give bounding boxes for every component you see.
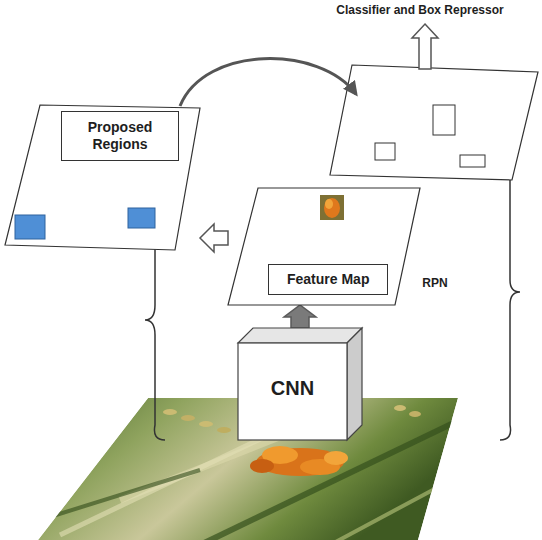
region-box	[15, 215, 45, 239]
rice-leaf	[330, 470, 470, 540]
cube-front	[238, 343, 347, 440]
feature-thumbnail-blob	[324, 198, 340, 218]
output-plane	[330, 65, 538, 180]
output-label: Classifier and Box Repressor	[300, 3, 540, 17]
proposal-arrow	[200, 224, 228, 252]
pest-cluster	[250, 459, 274, 473]
rice-grain	[181, 415, 195, 421]
right-brace	[500, 145, 520, 440]
feature-map-label: Feature Map	[268, 264, 388, 295]
cube-top	[238, 328, 362, 343]
curved-arrow	[180, 59, 356, 106]
rice-grain	[394, 405, 406, 411]
region-box	[128, 208, 155, 228]
feature-thumbnail	[320, 195, 344, 220]
output-label-holder: Classifier and Box Repressor	[300, 3, 540, 17]
output-arrow	[412, 24, 438, 69]
rice-grain	[199, 421, 213, 427]
pest-cluster	[324, 451, 348, 465]
proposal-plane: Proposed Regions	[5, 105, 200, 250]
feature-thumbnail-blob	[325, 199, 333, 209]
feature-arrow	[284, 305, 316, 328]
cube-side	[347, 328, 362, 440]
cnn-cube: CNN	[238, 328, 362, 440]
feature-map-plane: Feature Map	[228, 188, 420, 305]
cnn-label: CNN	[238, 376, 347, 400]
rice-grain	[217, 427, 231, 433]
detected-box	[460, 155, 485, 167]
proposal-plane-outline	[5, 105, 200, 250]
feature-map-outline	[228, 188, 420, 305]
region-label: Proposed Regions	[61, 111, 179, 161]
rpn-label-holder: RPN	[405, 276, 465, 290]
rice-grain	[409, 411, 421, 417]
rice-grain	[163, 409, 177, 415]
detected-box	[375, 143, 395, 160]
detected-box	[433, 105, 455, 135]
rpn-label: RPN	[405, 276, 465, 290]
rice-leaf	[40, 470, 200, 520]
